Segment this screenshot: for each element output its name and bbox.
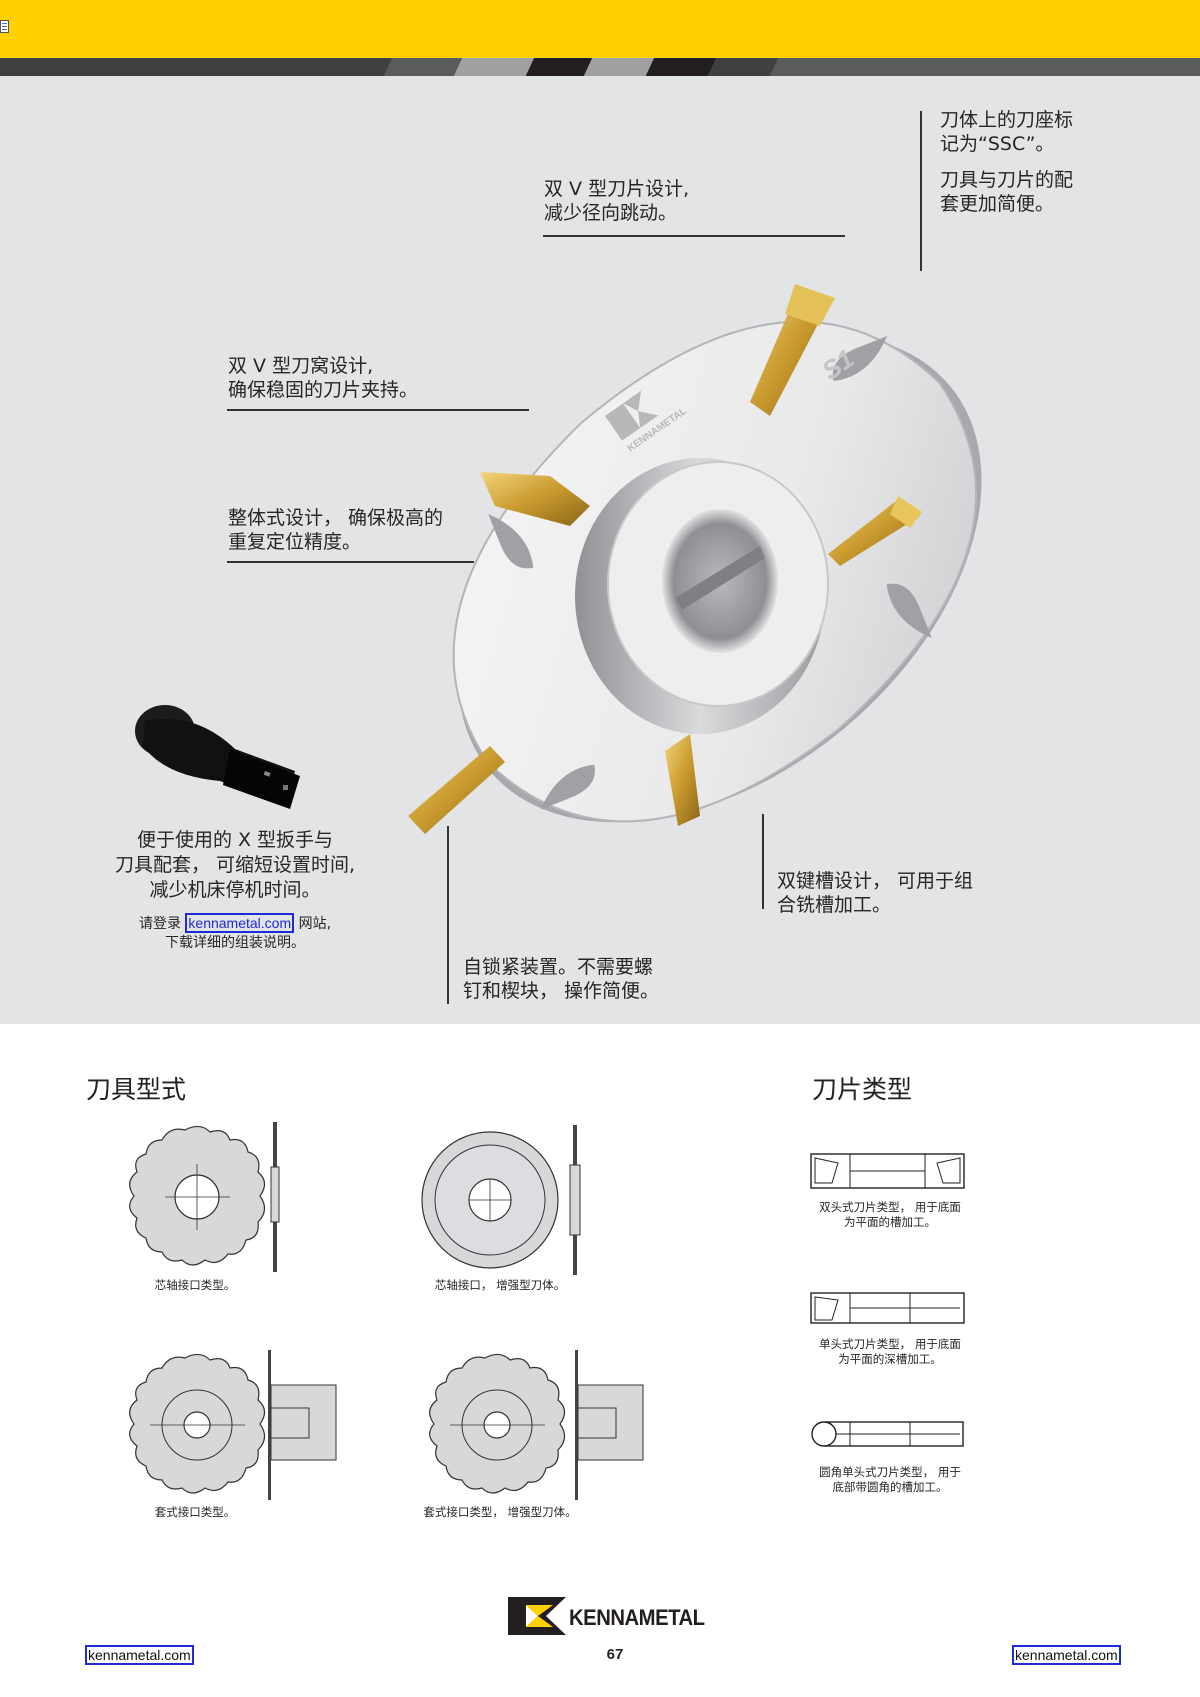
insert-caption: 双头式刀片类型， 用于底面 为平面的槽加工。 <box>819 1200 961 1229</box>
stripe <box>707 58 779 76</box>
insert-drawing-radius <box>811 1421 964 1447</box>
kennametal-logo: KENNAMETAL <box>508 1597 708 1637</box>
cutter-drawing-arbor-reinforced <box>421 1125 581 1275</box>
login-instruction: 请登录 kennametal.com 网站, 下载详细的组装说明。 <box>138 913 332 951</box>
cutter-drawing-shell <box>129 1350 337 1500</box>
cutter-caption: 芯轴接口类型。 <box>154 1278 236 1292</box>
callout-line <box>920 111 922 271</box>
slotting-cutter-image: KENNAMETAL S1 <box>408 284 982 834</box>
callout-double-keyway: 双键槽设计， 可用于组 合铣槽加工。 <box>777 870 974 916</box>
stripe <box>525 58 593 76</box>
callout-line <box>447 826 449 1004</box>
carbide-insert <box>408 746 505 834</box>
cutter-caption: 套式接口类型， 增强型刀体。 <box>423 1505 577 1519</box>
stripe <box>645 58 717 76</box>
callout-double-v-pocket: 双 V 型刀窝设计, 确保稳固的刀片夹持。 <box>228 355 419 401</box>
footer-link-right[interactable]: kennametal.com <box>1012 1645 1121 1665</box>
cutter-styles-title: 刀具型式 <box>86 1075 187 1104</box>
x-wrench-image <box>135 705 300 809</box>
insert-caption: 单头式刀片类型， 用于底面 为平面的深槽加工。 <box>819 1337 961 1366</box>
callout-self-locking: 自锁紧装置。不需要螺 钉和楔块， 操作简便。 <box>463 956 660 1002</box>
callout-line <box>227 409 529 411</box>
stripe <box>453 58 535 76</box>
header-stripe-bar <box>0 58 1200 76</box>
callout-ssc: 刀体上的刀座标 记为“SSC”。 <box>940 109 1074 155</box>
insert-drawing-double-end <box>810 1153 965 1189</box>
callout-line <box>227 561 474 563</box>
footer-link-left[interactable]: kennametal.com <box>85 1645 194 1665</box>
note-icon[interactable] <box>0 20 9 33</box>
cutter-drawing-shell-reinforced <box>429 1350 644 1500</box>
carbide-insert <box>828 496 922 566</box>
callout-match: 刀具与刀片的配 套更加简便。 <box>940 169 1074 215</box>
kennametal-k-icon <box>508 1597 566 1635</box>
callout-line <box>543 235 845 237</box>
kennametal-link[interactable]: kennametal.com <box>185 913 295 933</box>
wrench-caption: 便于使用的 X 型扳手与 刀具配套， 可缩短设置时间, 减少机床停机时间。 <box>114 829 356 901</box>
header-yellow-bar <box>0 0 1200 58</box>
cutter-caption: 套式接口类型。 <box>154 1505 236 1519</box>
carbide-insert <box>480 472 590 526</box>
callout-integral: 整体式设计， 确保极高的 重复定位精度。 <box>228 507 444 553</box>
insert-caption: 圆角单头式刀片类型， 用于 底部带圆角的槽加工。 <box>819 1465 961 1494</box>
page-number: 67 <box>606 1646 624 1663</box>
stripe <box>583 58 655 76</box>
insert-drawing-single-end <box>810 1292 965 1324</box>
callout-line <box>762 814 764 909</box>
cutter-drawing-arbor <box>129 1122 280 1272</box>
hero-product-section: KENNAMETAL S1 刀体上的刀座标 记为“SSC”。 刀具与刀片的配 <box>0 76 1200 1024</box>
carbide-insert <box>665 734 700 826</box>
cutter-caption: 芯轴接口， 增强型刀体。 <box>434 1278 566 1292</box>
carbide-insert <box>750 284 835 416</box>
stripe <box>769 58 1200 76</box>
callout-double-v-insert: 双 V 型刀片设计, 减少径向跳动。 <box>544 178 690 224</box>
insert-types-title: 刀片类型 <box>812 1075 913 1104</box>
